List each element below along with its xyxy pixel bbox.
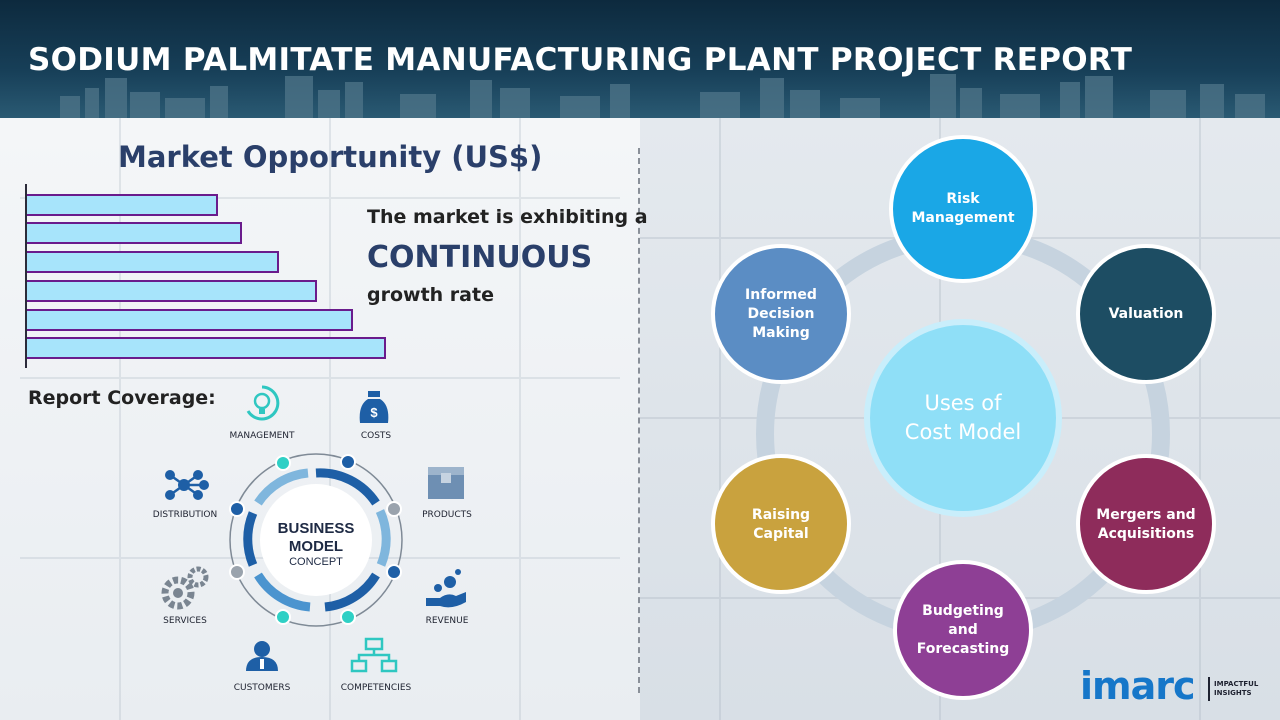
left-panel	[0, 118, 640, 720]
center-circle	[864, 319, 1062, 517]
report-coverage-title: Report Coverage:	[28, 387, 216, 409]
business-model-center-line1: BUSINESS	[278, 520, 355, 537]
panel-divider	[638, 148, 640, 693]
valuation-label: Valuation	[1108, 305, 1184, 322]
coverage-label-services: SERVICES	[163, 616, 207, 626]
risk-management-circle	[889, 135, 1037, 283]
imarc-logo: imarc	[1080, 664, 1196, 708]
growth-bar	[27, 309, 353, 331]
growth-bar	[27, 222, 242, 244]
raising-capital-label: Raising Capital	[751, 507, 811, 542]
city-skyline-graphic	[60, 74, 1265, 118]
growth-bar	[27, 194, 218, 216]
chart-axis	[25, 184, 27, 368]
business-model-center-line3: CONCEPT	[289, 556, 343, 568]
box-icon	[428, 467, 464, 499]
valuation-circle	[1076, 244, 1216, 384]
lightbulb-cycle-icon	[246, 385, 280, 421]
coverage-label-distribution: DISTRIBUTION	[152, 510, 218, 520]
market-opportunity-title: Market Opportunity (US$)	[118, 140, 543, 174]
coverage-label-competencies: COMPETENCIES	[340, 683, 412, 693]
page-title: SODIUM PALMITATE MANUFACTURING PLANT PRO…	[28, 42, 1133, 78]
coverage-label-management: MANAGEMENT	[229, 431, 295, 441]
money-bag-icon: $	[359, 391, 389, 423]
mergers-label: Mergers and Acquisitions	[1096, 507, 1196, 542]
market-growth-suffix: growth rate	[367, 284, 494, 306]
coverage-label-costs: COSTS	[360, 431, 392, 441]
customer-icon	[246, 641, 278, 671]
uses-of-cost-model-diagram	[711, 135, 1216, 700]
org-chart-icon	[350, 637, 398, 673]
raising-capital-circle	[711, 454, 851, 594]
gears-icon	[161, 566, 209, 610]
growth-bar	[27, 337, 386, 359]
growth-bar	[27, 280, 317, 302]
hand-coins-icon	[426, 569, 466, 608]
market-growth-text: The market is exhibiting a	[367, 206, 648, 228]
logo-tagline-line2: INSIGHTS	[1214, 689, 1252, 697]
logo-tagline-line1: IMPACTFUL	[1214, 680, 1259, 688]
dollar-sign: $	[370, 405, 378, 420]
coverage-label-products: PRODUCTS	[422, 510, 472, 520]
risk-management-label: Risk Management	[911, 191, 1015, 226]
logo-tagline: IMPACTFUL INSIGHTS	[1214, 680, 1258, 698]
network-icon	[165, 470, 209, 500]
mergers-circle	[1076, 454, 1216, 594]
budgeting-label: Budgeting and Forecasting	[916, 602, 1010, 657]
growth-bar	[27, 251, 279, 273]
header-banner: SODIUM PALMITATE MANUFACTURING PLANT PRO…	[0, 0, 1280, 118]
informed-decision-label: Informed Decision Making	[745, 286, 817, 341]
coverage-label-customers: CUSTOMERS	[233, 683, 291, 693]
uses-center-line1: Uses of	[924, 391, 1002, 415]
business-model-center-line2: MODEL	[289, 538, 343, 555]
market-growth-emphasis: CONTINUOUS	[367, 240, 593, 275]
budgeting-circle	[893, 560, 1033, 700]
uses-center-line2: Cost Model	[904, 420, 1022, 444]
informed-decision-circle	[711, 244, 851, 384]
uses-center-label: Uses of Cost Model	[868, 378, 1058, 458]
logo-separator	[1208, 677, 1210, 701]
business-model-diagram: BUSINESS MODEL CONCEPT $	[161, 385, 466, 673]
coverage-label-revenue: REVENUE	[425, 616, 469, 626]
